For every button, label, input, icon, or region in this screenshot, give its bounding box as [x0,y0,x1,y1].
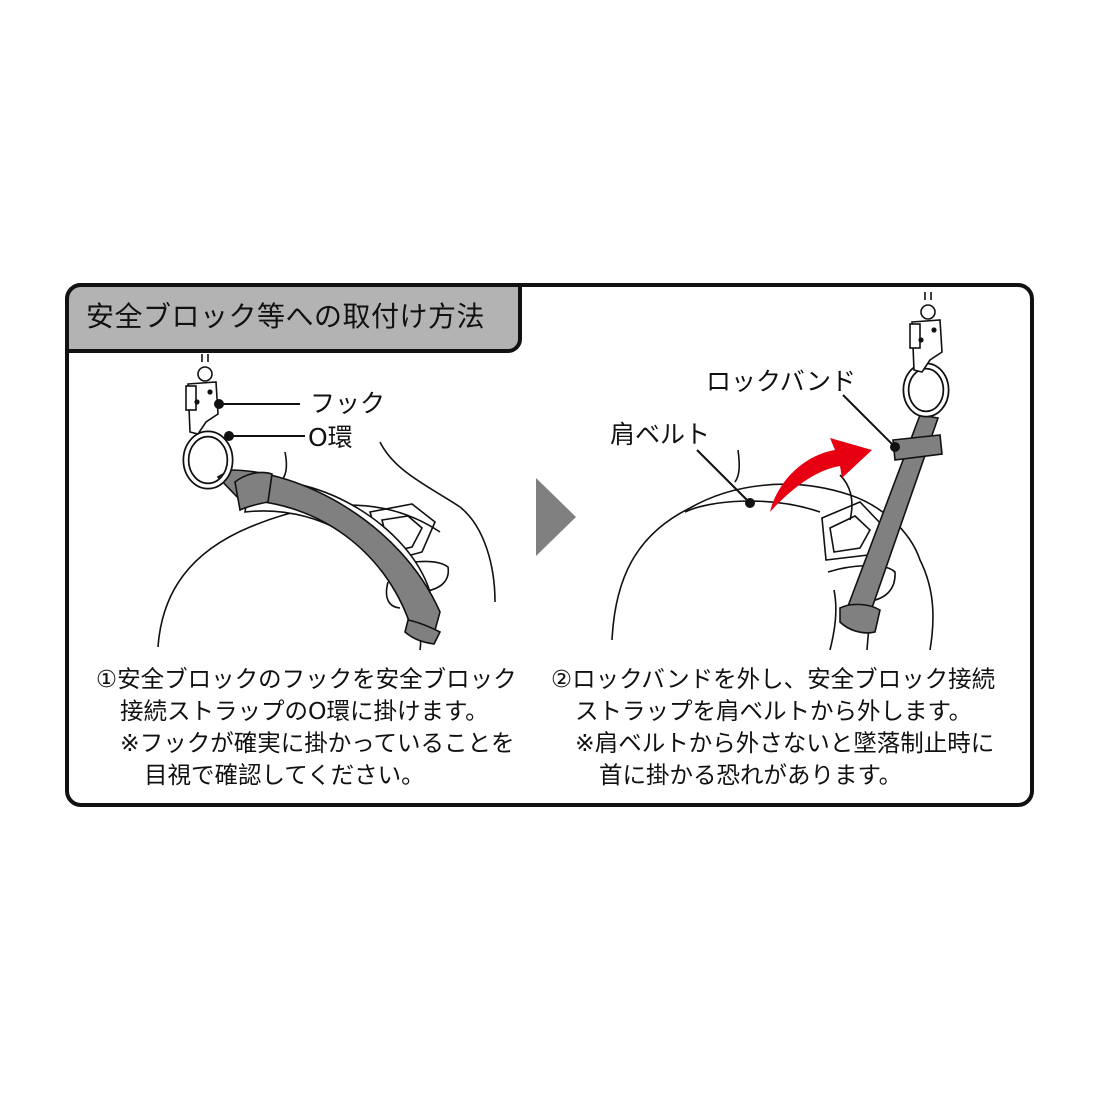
step1-caption: ①安全ブロックのフックを安全ブロック 接続ストラップのO環に掛けます。 ※フック… [96,663,517,791]
step1-caption-line1: ①安全ブロックのフックを安全ブロック [96,665,517,693]
step1-caption-line4: 目視で確認してください。 [144,761,425,789]
shoulder-belt-label: 肩ベルト [610,420,711,449]
step2-caption: ②ロックバンドを外し、安全ブロック接続 ストラップを肩ベルトから外します。 ※肩… [551,663,995,791]
o-ring-label: O環 [308,423,353,452]
step2-caption-line1: ②ロックバンドを外し、安全ブロック接続 [551,665,996,693]
step1-caption-line3: ※フックが確実に掛かっていることを [120,729,515,757]
hook-label: フック [310,389,386,418]
triangle-right-icon [536,478,576,556]
header-tab [65,283,522,353]
lock-band-label: ロックバンド [706,367,857,396]
step2-caption-line2: ストラップを肩ベルトから外します。 [575,697,973,725]
step2-caption-line4: 首に掛かる恐れがあります。 [599,761,903,789]
step1-caption-line2: 接続ストラップのO環に掛けます。 [120,697,489,725]
step1-illustration [157,354,496,651]
step2-illustration [611,292,950,650]
page-title: 安全ブロック等への取付け方法 [86,300,486,333]
step2-caption-line3: ※肩ベルトから外さないと墜落制止時に [575,729,995,757]
